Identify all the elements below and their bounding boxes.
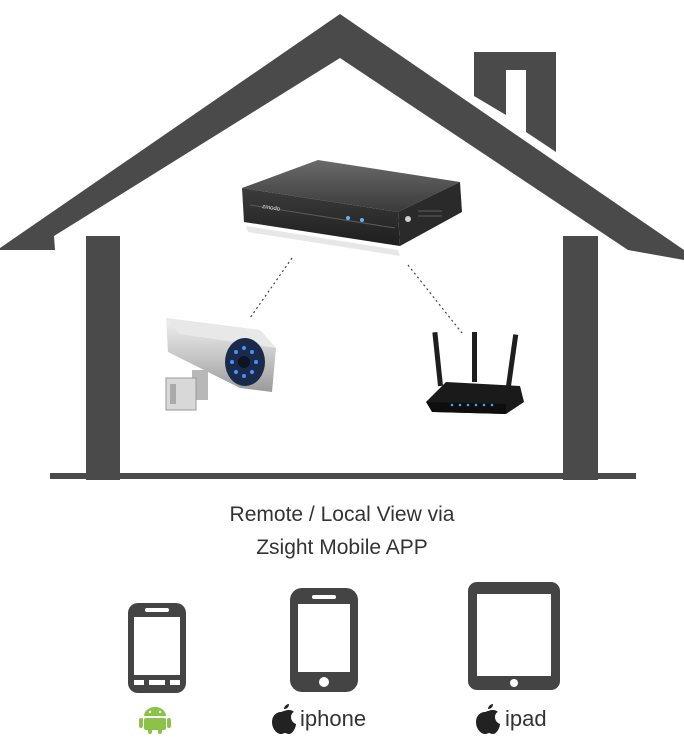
dvr-recorder: zmodo <box>242 160 462 256</box>
house-outline <box>0 14 684 480</box>
apple-logo-icon <box>272 704 296 734</box>
house-floor-line <box>50 473 636 479</box>
house-left-wall <box>86 236 120 480</box>
caption-line-2: Zsight Mobile APP <box>256 536 428 559</box>
caption-line-1: Remote / Local View via <box>229 503 455 526</box>
android-logo-icon <box>139 707 171 734</box>
house-right-wall <box>563 236 598 480</box>
iphone-label: iphone <box>300 706 367 731</box>
iphone-icon <box>290 588 358 692</box>
ipad-label: ipad <box>505 706 547 731</box>
dvr-brand-logo: zmodo <box>262 204 281 213</box>
router-link-line <box>407 264 463 334</box>
apple-logo-icon <box>476 704 500 734</box>
ipad-icon <box>468 582 560 690</box>
camera-link-line <box>249 257 293 319</box>
android-phone-icon <box>128 603 186 693</box>
security-camera <box>165 318 276 411</box>
house-chimney <box>474 52 556 152</box>
house-roof <box>0 14 684 260</box>
wifi-router <box>426 331 524 414</box>
